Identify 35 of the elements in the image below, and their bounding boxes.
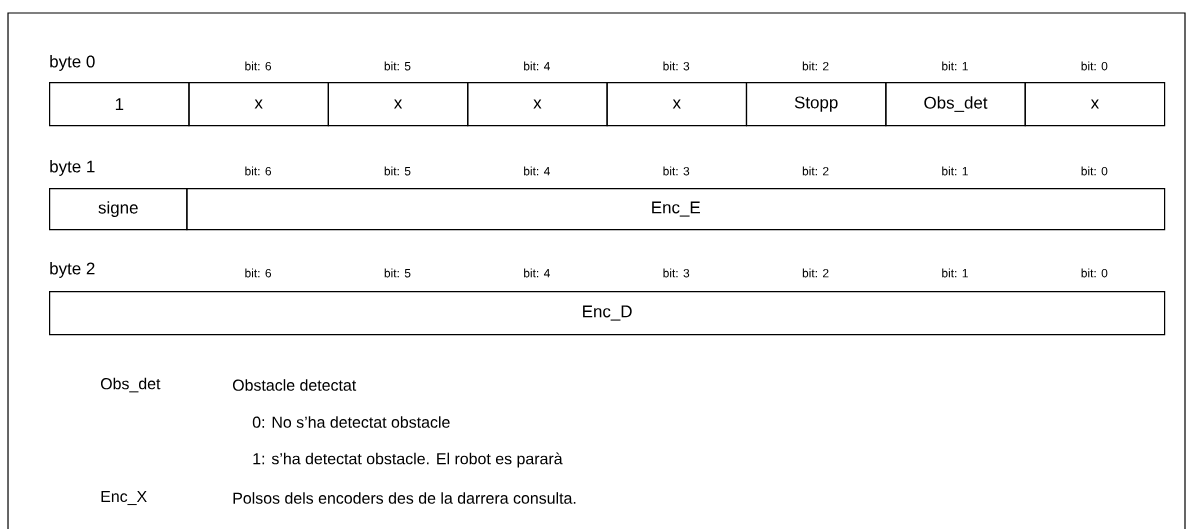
bit-label: bit: 1 [942,268,968,278]
bit-field-cell: x [1024,82,1166,127]
description-text: 0: No s’ha detectat obstacle [252,416,450,428]
bit-field-cell: signe [49,188,188,231]
bit-field-cell: Obs_det [885,82,1026,127]
description-text: Polsos dels encoders des de la darrera consulta. [233,492,576,504]
byte-label: byte 1 [50,160,95,176]
bit-label: bit: 4 [524,268,550,278]
term-label: Enc_X [101,490,147,506]
bit-field-cell: x [606,82,748,127]
bit-label: bit: 0 [1081,268,1108,278]
bit-label: bit: 6 [245,268,272,278]
term-label: Obs_det [100,377,161,393]
byte-label: byte 2 [50,262,95,278]
bit-field-cell: Enc_D [49,291,1166,336]
bit-label: bit: 1 [942,61,968,71]
bit-label: bit: 2 [802,61,829,71]
bit-field-cell: x [467,82,608,127]
bit-label: bit: 5 [384,268,411,278]
bit-label: bit: 5 [384,166,411,176]
bit-label: bit: 4 [524,166,550,176]
bit-label: bit: 3 [663,166,690,176]
bit-field-cell: 1 [49,82,190,127]
bit-field-cell: Enc_E [186,188,1166,231]
bit-label: bit: 3 [663,268,690,278]
bit-label: bit: 2 [802,268,829,278]
description-text: 1: s’ha detectat obstacle. El robot es pararà [253,452,563,468]
bit-label: bit: 6 [245,166,272,176]
bit-field-cell: x [327,82,469,127]
bit-label: bit: 2 [802,166,829,176]
bit-field-cell: Stopp [745,82,887,127]
description-text: Obstacle detectat [232,379,357,391]
bit-label: bit: 0 [1081,166,1108,176]
bit-label: bit: 1 [942,166,968,176]
bit-field-cell: x [188,82,329,127]
